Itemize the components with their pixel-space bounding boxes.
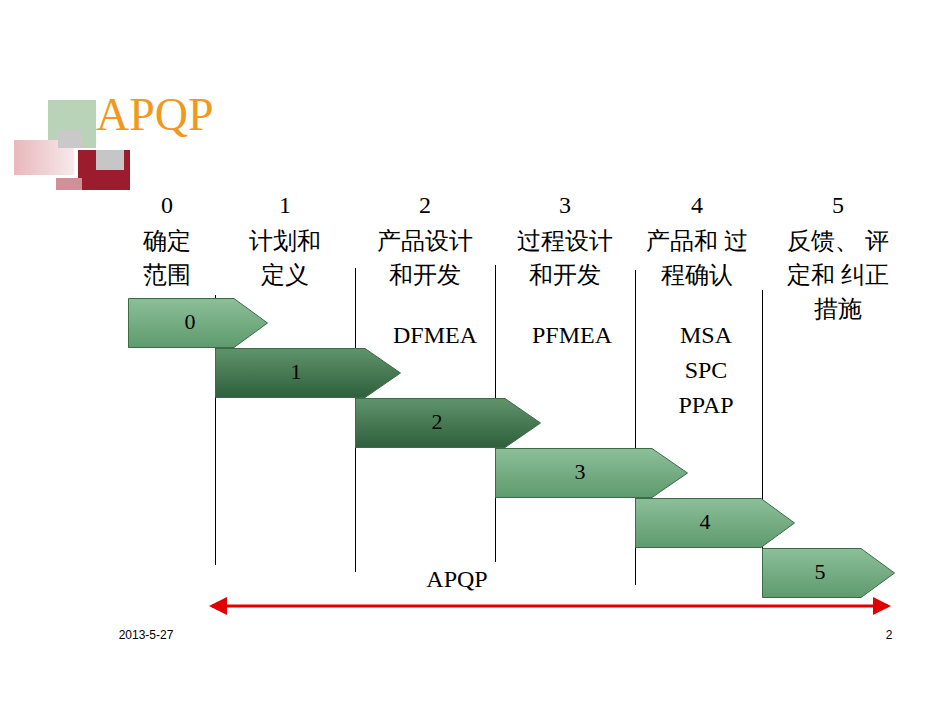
phase-number: 1	[255, 188, 315, 222]
phase-arrow: 0	[128, 298, 268, 348]
tool-label: MSA	[651, 318, 761, 352]
footer-date: 2013-5-27	[96, 627, 196, 643]
phase-arrow: 4	[635, 498, 795, 548]
arrow-shape	[128, 298, 268, 348]
phase-number: 0	[137, 188, 197, 222]
phase-number: 5	[808, 188, 868, 222]
phase-name: 确定 范围	[140, 224, 194, 292]
tool-label: PPAP	[651, 388, 761, 422]
timeline-arrow	[212, 605, 888, 608]
slide-title: APQP	[96, 92, 214, 138]
phase-name: 产品和 过程确认	[646, 224, 748, 292]
phase-number: 1	[291, 361, 302, 383]
phase-arrow: 1	[215, 348, 401, 398]
arrow-shape	[635, 498, 795, 548]
phase-arrow: 3	[495, 448, 688, 498]
phase-number: 5	[815, 561, 826, 583]
phase-number: 4	[700, 511, 711, 533]
phase-number: 3	[535, 188, 595, 222]
page-number: 2	[879, 627, 899, 643]
phase-number: 0	[185, 311, 196, 333]
phase-arrow: 5	[762, 548, 895, 598]
arrow-shape	[762, 548, 895, 598]
phase-name: 反馈、 评定和 纠正措施	[787, 224, 889, 326]
timeline-label: APQP	[398, 562, 516, 596]
phase-arrow: 2	[355, 398, 541, 448]
phase-name: 计划和 定义	[246, 224, 324, 292]
phase-name: 产品设计 和开发	[374, 224, 476, 292]
phase-number: 3	[575, 461, 586, 483]
phase-name: 过程设计 和开发	[514, 224, 616, 292]
tool-label: PFMEA	[507, 318, 637, 352]
phase-number: 2	[395, 188, 455, 222]
tool-label: SPC	[651, 353, 761, 387]
arrow-shape	[495, 448, 688, 498]
arrow-shape	[355, 398, 541, 448]
phase-number: 2	[432, 411, 443, 433]
phase-number: 4	[667, 188, 727, 222]
arrow-shape	[215, 348, 401, 398]
tool-label: DFMEA	[370, 318, 500, 352]
